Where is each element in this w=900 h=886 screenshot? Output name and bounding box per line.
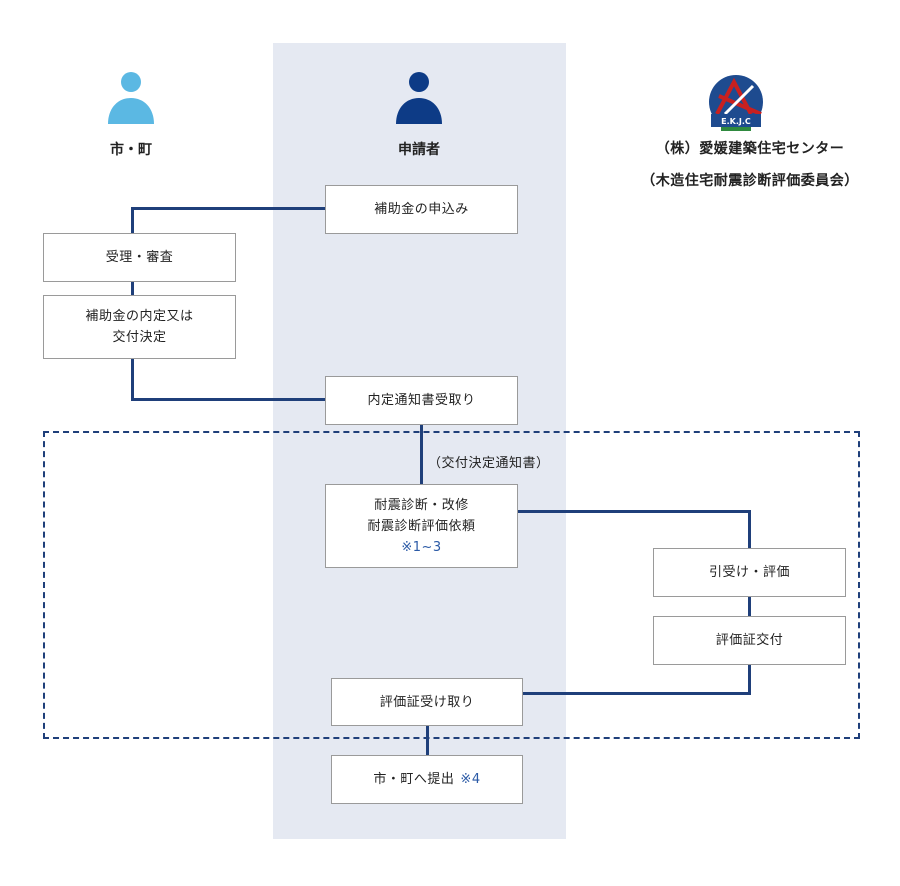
connector-line bbox=[426, 725, 429, 755]
connector-line bbox=[420, 424, 423, 485]
ekjc-logo-icon: E.K.J.C bbox=[709, 75, 763, 131]
step-label: 市・町へ提出 bbox=[373, 772, 455, 787]
center-name-line1: （株）愛媛建築住宅センター bbox=[655, 141, 845, 157]
step-notice-receipt: 内定通知書受取り bbox=[325, 376, 518, 425]
step-subsidy-application: 補助金の申込み bbox=[325, 185, 518, 234]
logo-text: E.K.J.C bbox=[721, 117, 751, 126]
connector-line bbox=[521, 692, 751, 695]
step-label: 引受け・評価 bbox=[708, 565, 790, 580]
connector-line bbox=[131, 358, 134, 400]
connector-line bbox=[131, 398, 326, 401]
step-certificate-receipt: 評価証受け取り bbox=[331, 678, 523, 726]
step-label: 評価証受け取り bbox=[379, 694, 475, 710]
step-note: ※4 bbox=[460, 772, 481, 787]
connector-line bbox=[748, 664, 751, 695]
step-acceptance-review: 受理・審査 bbox=[43, 233, 236, 282]
step-label-line2: 耐震診断評価依頼 bbox=[367, 518, 476, 534]
step-submit: 市・町へ提出 ※4 bbox=[331, 755, 523, 804]
connector-line bbox=[131, 207, 134, 234]
step-label: 補助金の申込み bbox=[374, 202, 469, 217]
connector-label: （交付決定通知書） bbox=[428, 456, 550, 471]
step-note: ※1~3 bbox=[401, 539, 442, 555]
step-label-line1: 耐震診断・改修 bbox=[374, 497, 469, 513]
applicant-person-icon bbox=[396, 72, 442, 124]
step-evaluation-request: 耐震診断・改修 耐震診断評価依頼 ※1~3 bbox=[325, 484, 518, 568]
step-decision: 補助金の内定又は 交付決定 bbox=[43, 295, 236, 359]
connector-line bbox=[132, 207, 326, 210]
connector-line bbox=[748, 510, 751, 549]
city-person-icon bbox=[108, 72, 154, 124]
city-column-label: 市・町 bbox=[110, 142, 152, 158]
connector-line bbox=[131, 281, 134, 296]
step-label: 評価証交付 bbox=[715, 633, 784, 648]
applicant-column-label: 申請者 bbox=[398, 142, 440, 158]
step-accept-evaluate: 引受け・評価 bbox=[653, 548, 846, 597]
step-label: 内定通知書受取り bbox=[367, 393, 476, 408]
step-label-line1: 補助金の内定又は bbox=[85, 309, 194, 324]
connector-line bbox=[748, 597, 751, 617]
center-name-line2: （木造住宅耐震診断評価委員会） bbox=[641, 173, 859, 189]
step-label: 受理・審査 bbox=[105, 250, 174, 265]
step-label-line2: 交付決定 bbox=[112, 330, 167, 345]
connector-line bbox=[516, 510, 751, 513]
evaluation-zone bbox=[43, 431, 860, 739]
step-certificate-issue: 評価証交付 bbox=[653, 616, 846, 665]
